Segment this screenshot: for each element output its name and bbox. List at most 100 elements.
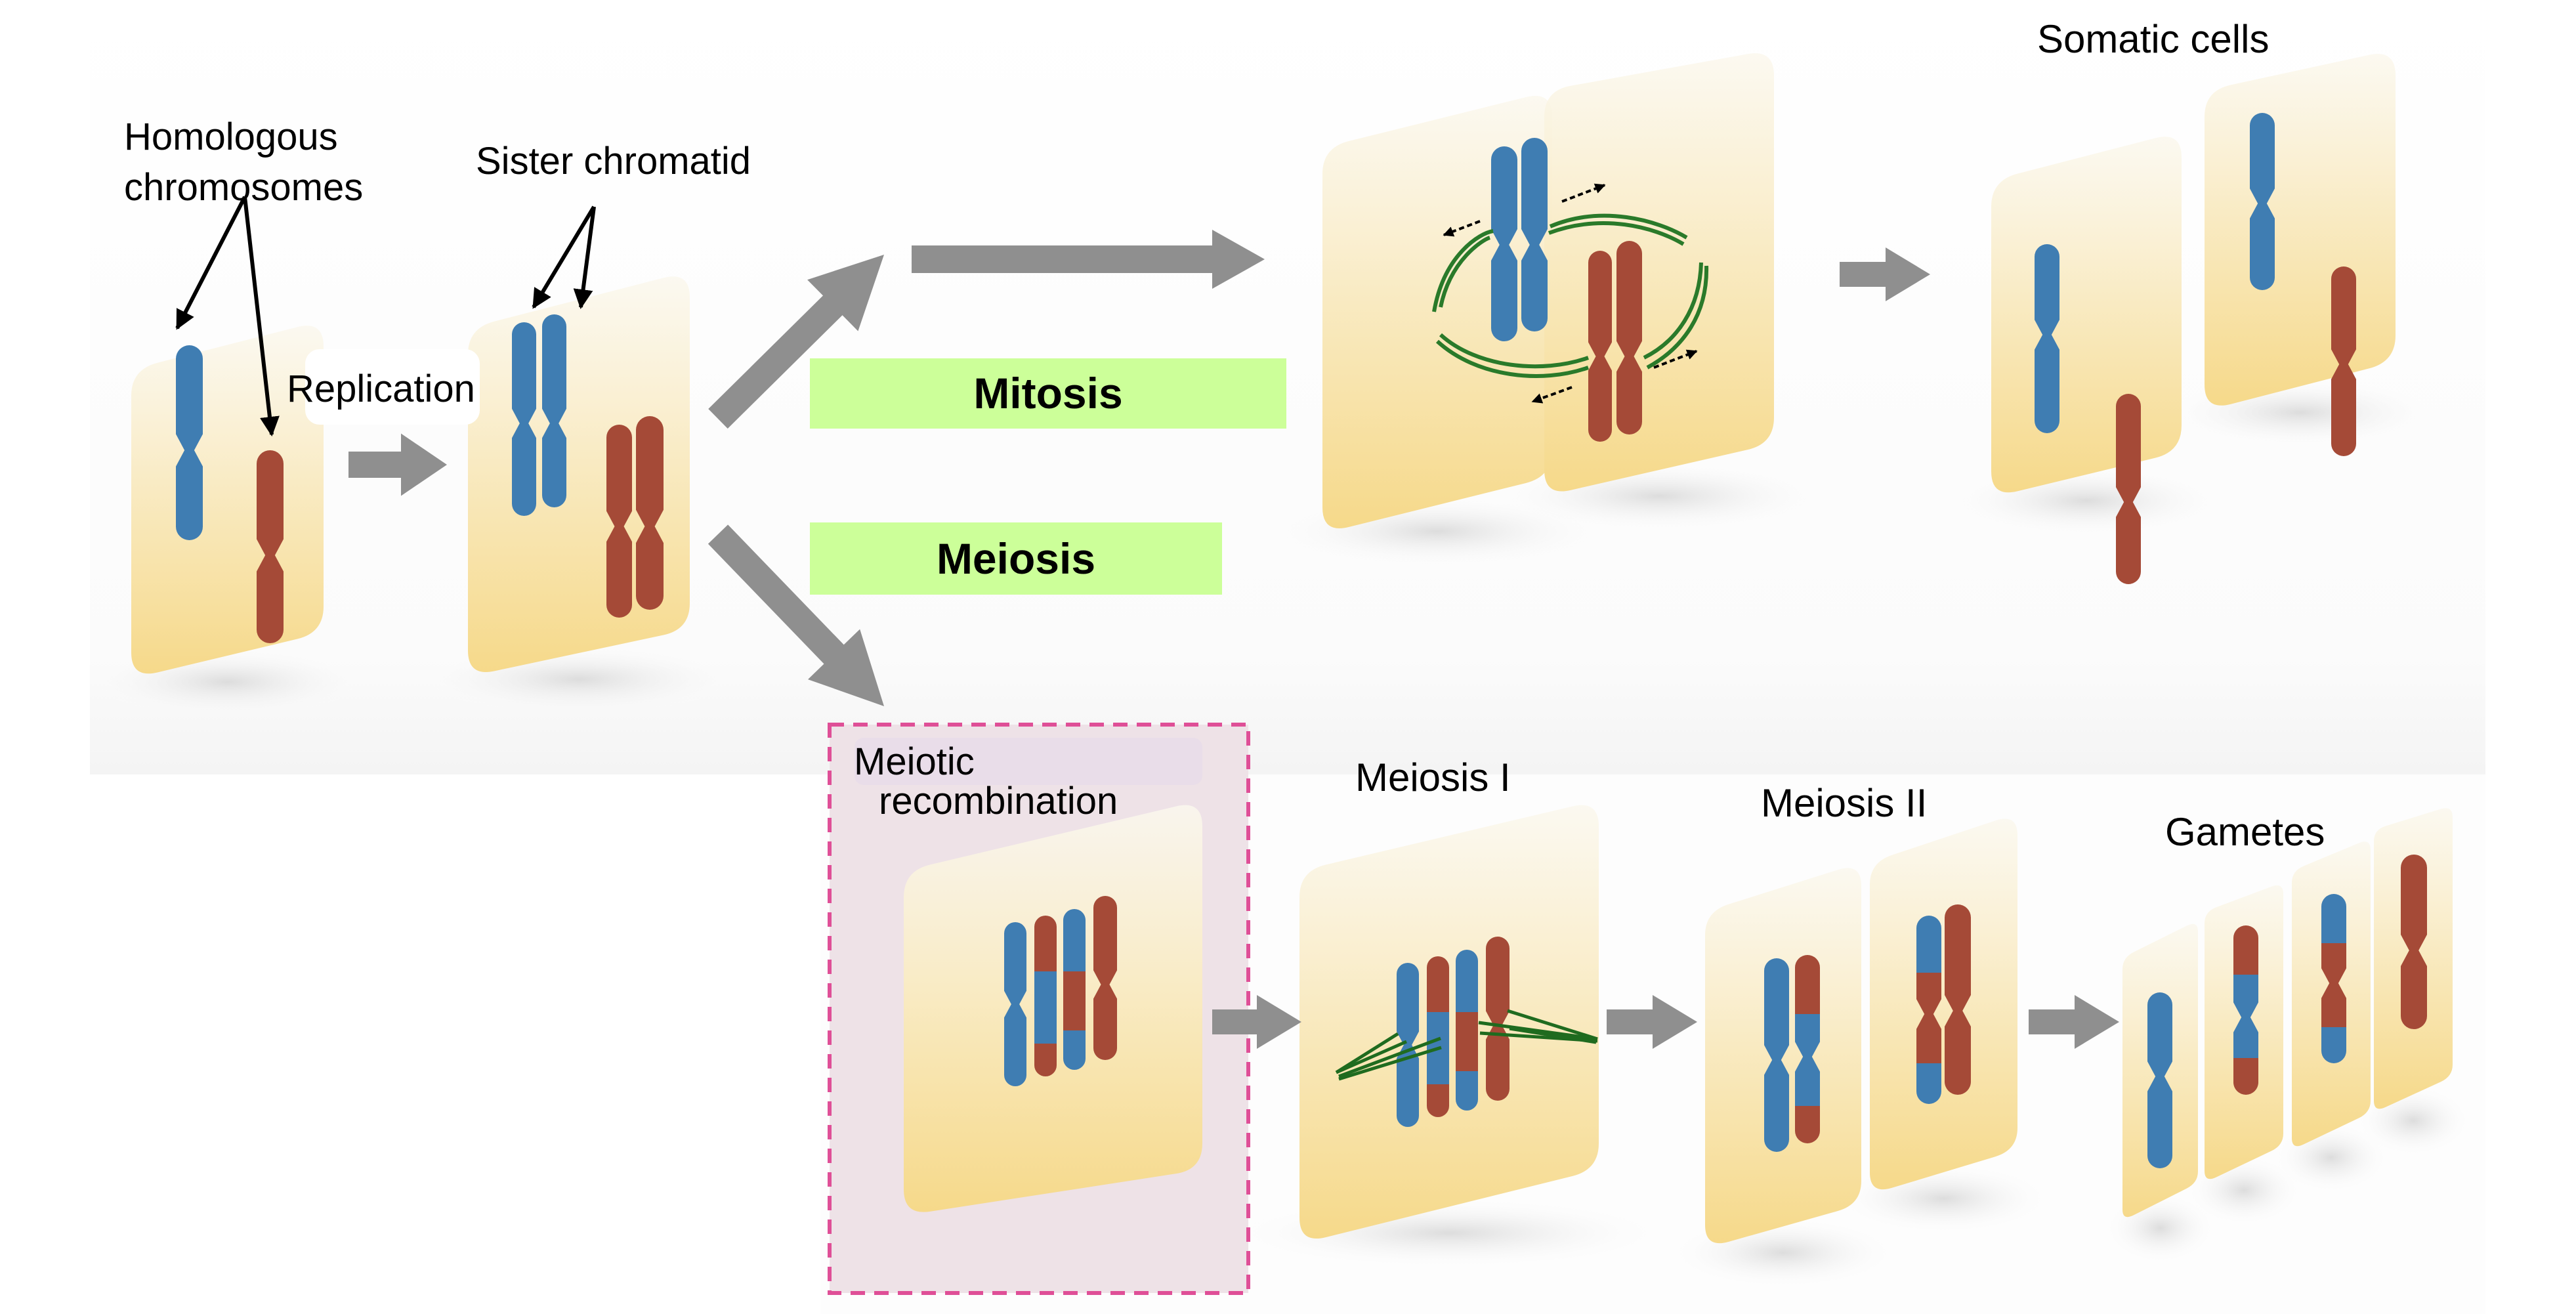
spindle-fiber (1338, 1036, 1441, 1078)
sister-chromatid-label: Sister chromatid (476, 140, 751, 182)
mitosis-branch-arrow (708, 255, 884, 429)
chromosome-segment (1427, 956, 1449, 1012)
chromosome-segment (1063, 971, 1086, 1030)
recombination-chromosome-crossover (1063, 909, 1086, 1070)
chromosome-segment (1795, 1106, 1820, 1143)
chromosome-segment (1916, 916, 1941, 973)
somatic-cell (1991, 137, 2182, 493)
to-meiosis-1-arrow (1212, 995, 1301, 1049)
somatic-cells-label: Somatic cells (2037, 17, 2269, 61)
cell-shadow (1666, 1216, 1901, 1289)
spindle-fiber (1549, 213, 1688, 240)
cells-layer (131, 53, 2453, 1244)
chromosome-segment (1945, 904, 1971, 1095)
mitosis-label-box (810, 358, 1286, 429)
replication-arrow (348, 433, 447, 496)
to-meiosis-2-arrow (1607, 995, 1697, 1049)
sister-chromatid-pointer-arrow (532, 205, 596, 309)
movement-arrows (1443, 183, 1698, 404)
meiotic-recombination-label: Meiotic (854, 740, 975, 783)
chromosome-segment (1427, 1084, 1449, 1117)
spindle-fiber (1335, 1040, 1408, 1074)
spindle-fiber (1507, 1009, 1598, 1041)
movement-arrow-icon (1561, 183, 1606, 203)
movement-arrow-icon (1653, 349, 1698, 369)
chromosome-segment (2321, 1027, 2346, 1063)
chromosome-segment (1521, 138, 1548, 331)
cell-shadow (83, 646, 372, 718)
spindle-fiber (1439, 236, 1491, 308)
spindle-fiber (1439, 333, 1590, 369)
cell-shadow (1832, 1162, 2055, 1235)
meiosis-label: Meiosis (937, 534, 1095, 583)
movement-arrow-icon (1531, 386, 1573, 404)
cell-shadow (1943, 465, 2229, 537)
recombination-chromosome-crossover (1034, 916, 1057, 1076)
pointer-arrows (175, 196, 596, 436)
meiotic-recombination-label-line2: recombination (879, 780, 1118, 822)
chromosome-segment (2401, 855, 2427, 1029)
chromosome-segment (2116, 394, 2141, 584)
process-arrows (348, 230, 2119, 1049)
sister-chromatid-paternal (1588, 251, 1612, 442)
chromosome-segment (1456, 1012, 1478, 1071)
mitosis-label: Mitosis (973, 369, 1122, 417)
chromosome-segment (1034, 1044, 1057, 1076)
chromosome-segment (1456, 1071, 1478, 1111)
cell-mitosis-left (1322, 95, 1552, 529)
chromosome-segment (2233, 1058, 2258, 1095)
spindle-fiber (1509, 1027, 1597, 1044)
to-somatic-cells-arrow (1840, 247, 1930, 301)
cell-shadow (2157, 376, 2443, 449)
chromosome-segment (636, 416, 664, 610)
chromosome-segment (1795, 955, 1820, 1014)
gamete-chromosome (2321, 894, 2346, 1063)
spindle-fiber (1478, 1021, 1598, 1041)
cell-shadow (1225, 1197, 1674, 1269)
spindle-fiber (1432, 229, 1494, 312)
replication-label: Replication (287, 368, 475, 410)
homologous-pointer-arrow (175, 196, 247, 330)
gamete-chromosome (2401, 855, 2427, 1029)
meiosis-2-label: Meiosis II (1761, 781, 1927, 825)
meiosis-2-chromatid (1945, 904, 1971, 1095)
meiosis-1-chromosome-crossover (1427, 956, 1449, 1117)
homologous-pointer-arrow (243, 196, 280, 436)
homologous-chromosomes-label: Homologous (124, 116, 338, 158)
spindle-fiber (1548, 221, 1685, 246)
replication-label-bg (305, 349, 480, 425)
sister-chromatid-pointer-arrow (573, 206, 596, 309)
meiosis-label-box (810, 522, 1222, 595)
mitotic-spindle (1432, 213, 1709, 378)
spindle-fiber (1435, 339, 1590, 378)
chromosome-segment (1063, 1030, 1086, 1070)
chromosome-segment (1034, 971, 1057, 1044)
chromosome-segment (1063, 909, 1086, 971)
chromosome-segment (2321, 894, 2346, 943)
cell-meiosis-2 (1870, 818, 2017, 1190)
chromosome-segment (1916, 1063, 1941, 1104)
movement-arrow-icon (1443, 220, 1481, 237)
meiosis-1-label: Meiosis I (1355, 755, 1511, 799)
cell-shadow (412, 643, 746, 715)
spindle-fiber (1338, 1046, 1442, 1081)
meiotic-recombination-label-bg (855, 738, 1202, 785)
meiosis-1-spindle (1335, 1009, 1598, 1081)
cell-mitosis-right (1544, 53, 1774, 492)
sister-chromatid-maternal (542, 314, 566, 507)
cell-shadow (2354, 1084, 2472, 1157)
chromosome-segment (1034, 916, 1057, 971)
sister-chromatid-maternal (1521, 138, 1548, 331)
paternal-chromosome (2116, 394, 2141, 584)
spindle-fiber (1335, 1032, 1399, 1074)
sister-chromatid-paternal (636, 416, 664, 610)
chromosome-segment (2233, 925, 2258, 975)
paternal-chromosome (257, 450, 284, 643)
chromosome-segment (1456, 950, 1478, 1012)
spindle-fiber (1643, 262, 1703, 360)
to-gametes-arrow (2029, 995, 2119, 1049)
chromosome-segment (1616, 241, 1642, 434)
meiosis-branch-arrow (707, 524, 885, 707)
meiosis-1-chromosome-crossover (1456, 950, 1478, 1111)
